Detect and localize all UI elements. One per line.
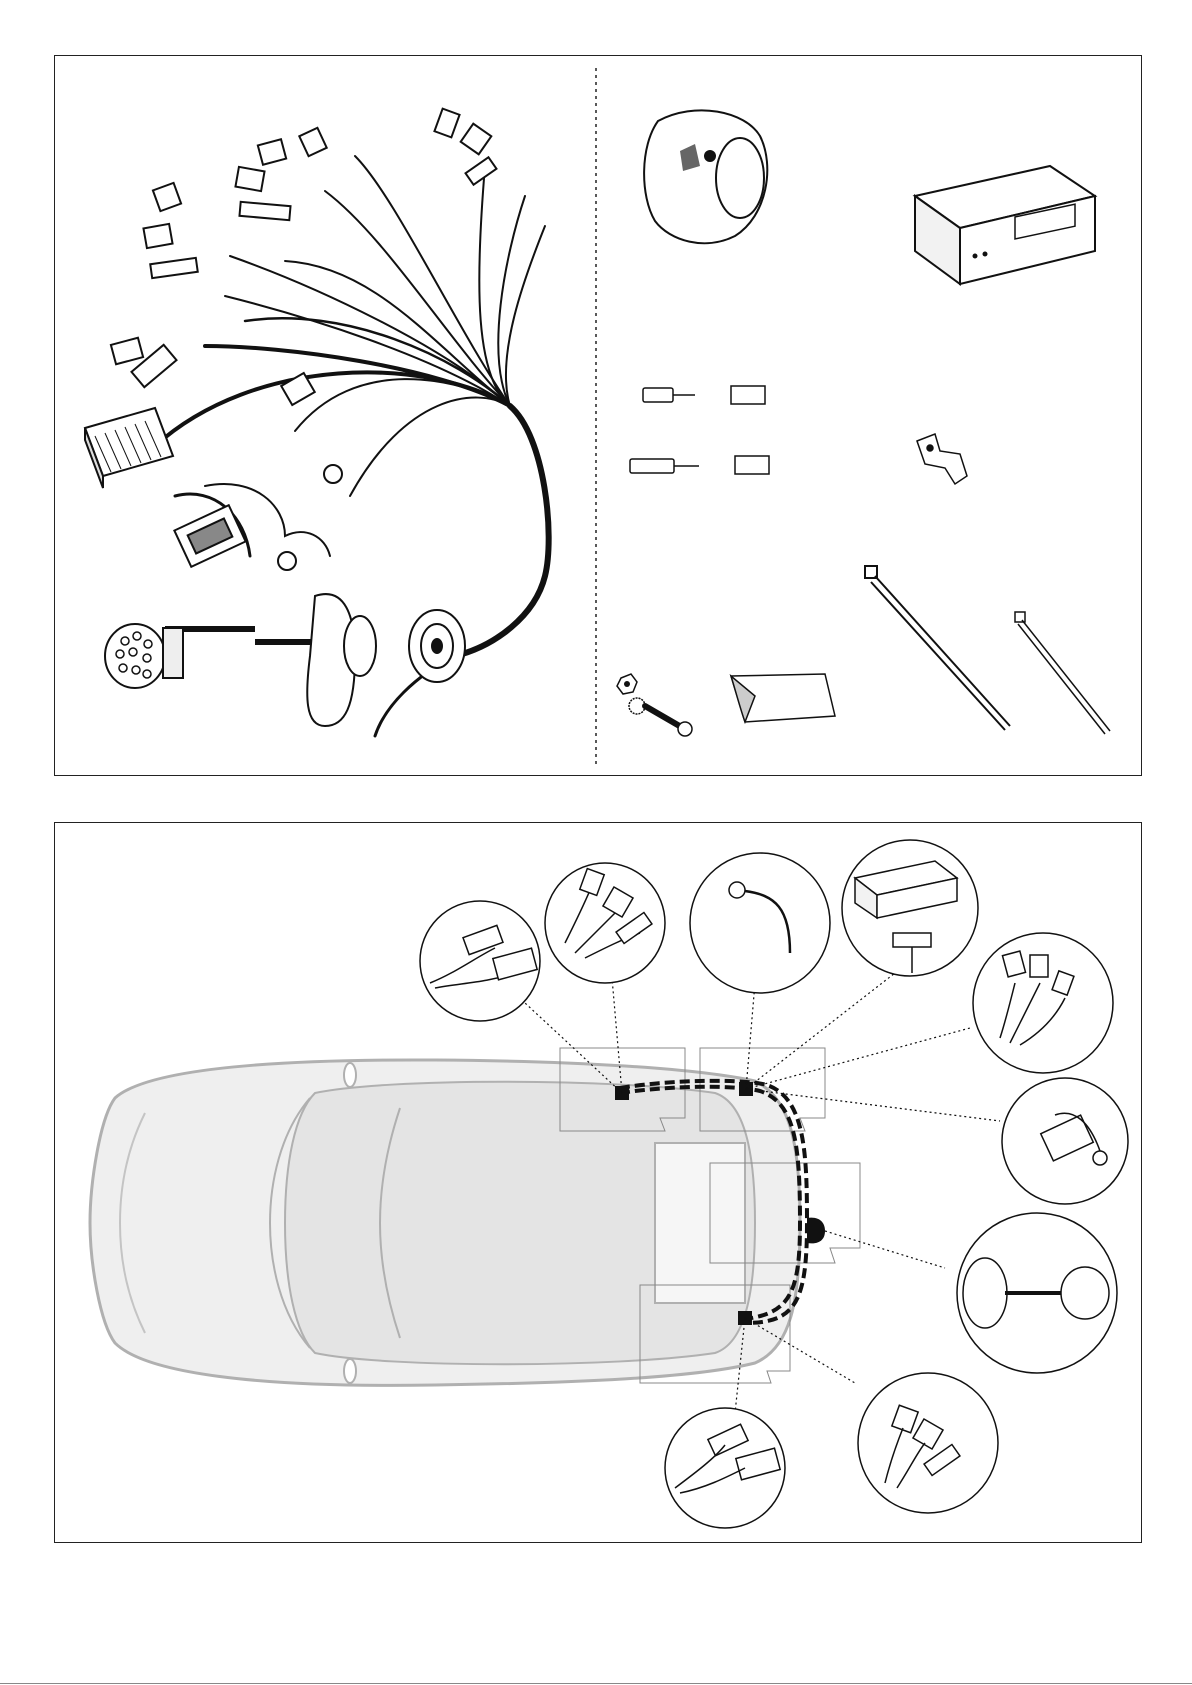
- nut-washer-screw: [617, 674, 692, 736]
- terminal-sleeve: [731, 386, 765, 404]
- flat-terminal: [630, 459, 674, 473]
- installation-overview-drawing: [55, 823, 1143, 1544]
- connector-1: [434, 109, 459, 138]
- installation-overview-panel: [54, 822, 1142, 1543]
- 13-pin-housing: [644, 110, 767, 243]
- connector-7: [239, 202, 290, 220]
- grommet: [409, 610, 465, 682]
- vehicle-top-view: [90, 1060, 800, 1385]
- ring-terminal-harness: [324, 465, 342, 483]
- secondary-plug: [174, 505, 245, 567]
- connector-4: [299, 128, 326, 156]
- 13-pin-socket: [105, 594, 376, 726]
- connector-8: [153, 183, 181, 211]
- spade-terminal: [643, 388, 673, 402]
- ring-terminal-harness-2: [278, 552, 296, 570]
- connector-11: [111, 338, 143, 365]
- harness-connectors: [111, 109, 497, 405]
- connector-6: [235, 167, 264, 191]
- adhesive-pad: [731, 674, 835, 722]
- bracket-clip: [917, 434, 967, 484]
- socket-location: [807, 1218, 825, 1244]
- callout-right-connectors: [973, 933, 1113, 1073]
- kit-contents-panel: [54, 55, 1142, 776]
- connector-block: [735, 456, 769, 474]
- main-multipin-plug: [85, 408, 173, 488]
- connector-5: [258, 139, 286, 165]
- connector-9: [143, 224, 172, 248]
- cable-tie-small: [1015, 612, 1110, 734]
- connector-10: [150, 258, 198, 278]
- cable-tie-large: [865, 566, 1010, 730]
- connector-3: [466, 157, 497, 185]
- control-module: [915, 166, 1095, 284]
- small-terminals: [630, 386, 769, 474]
- kit-contents-drawing: [55, 56, 1143, 777]
- callout-ground-ring: [690, 853, 830, 993]
- connector-2: [461, 124, 492, 155]
- footer-rule: [0, 1683, 1192, 1684]
